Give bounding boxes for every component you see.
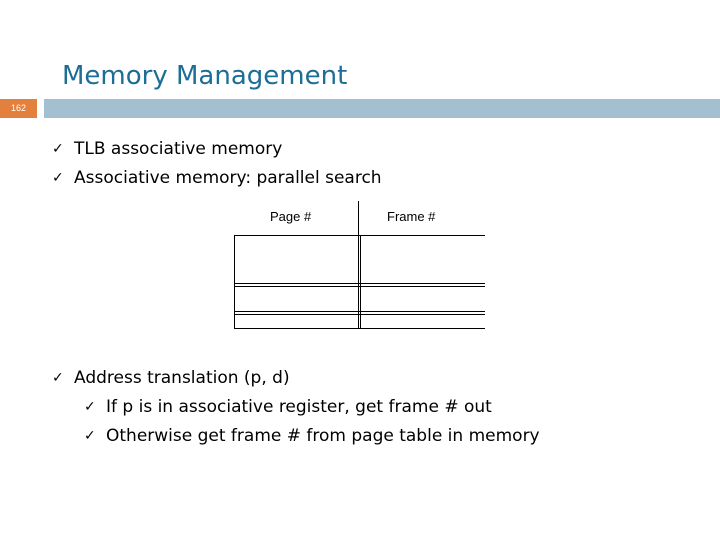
- tlb-row-line: [234, 283, 485, 284]
- tlb-row-line: [234, 235, 485, 236]
- checkmark-icon: ✓: [84, 399, 96, 415]
- checkmark-icon: ✓: [52, 141, 64, 157]
- tlb-left-border: [234, 235, 235, 329]
- sub-bullet-list: ✓ If p is in associative register, get f…: [52, 393, 540, 451]
- bullet-list-bottom: ✓ Address translation (p, d) ✓ If p is i…: [52, 364, 540, 451]
- sub-bullet-container: ✓ If p is in associative register, get f…: [52, 393, 540, 451]
- sub-bullet-item: ✓ Otherwise get frame # from page table …: [84, 422, 540, 451]
- bullet-list-top: ✓ TLB associative memory ✓ Associative m…: [52, 135, 382, 193]
- slide-title: Memory Management: [62, 61, 348, 91]
- slide-number: 162: [10, 103, 27, 113]
- tlb-header-page: Page #: [270, 209, 312, 224]
- sub-bullet-item: ✓ If p is in associative register, get f…: [84, 393, 540, 422]
- tlb-row-line: [234, 328, 485, 329]
- checkmark-icon: ✓: [52, 170, 64, 186]
- tlb-row-line: [234, 286, 485, 287]
- checkmark-icon: ✓: [84, 428, 96, 444]
- tlb-row-line: [234, 314, 485, 315]
- sub-bullet-text: If p is in associative register, get fra…: [106, 397, 492, 417]
- slide-number-bar: 162: [0, 99, 37, 118]
- bullet-text: Associative memory: parallel search: [74, 168, 382, 188]
- tlb-table: Page # Frame #: [234, 201, 485, 329]
- tlb-row-line: [234, 311, 485, 312]
- tlb-header-frame: Frame #: [387, 209, 436, 224]
- bullet-text: Address translation (p, d): [74, 368, 290, 388]
- tlb-column-divider: [358, 201, 359, 329]
- header-bar: [44, 99, 720, 118]
- tlb-inner-border: [360, 235, 361, 329]
- sub-bullet-text: Otherwise get frame # from page table in…: [106, 426, 540, 446]
- bullet-item: ✓ Associative memory: parallel search: [52, 164, 382, 193]
- bullet-text: TLB associative memory: [74, 139, 283, 159]
- checkmark-icon: ✓: [52, 370, 64, 386]
- bullet-item: ✓ Address translation (p, d): [52, 364, 540, 393]
- bullet-item: ✓ TLB associative memory: [52, 135, 382, 164]
